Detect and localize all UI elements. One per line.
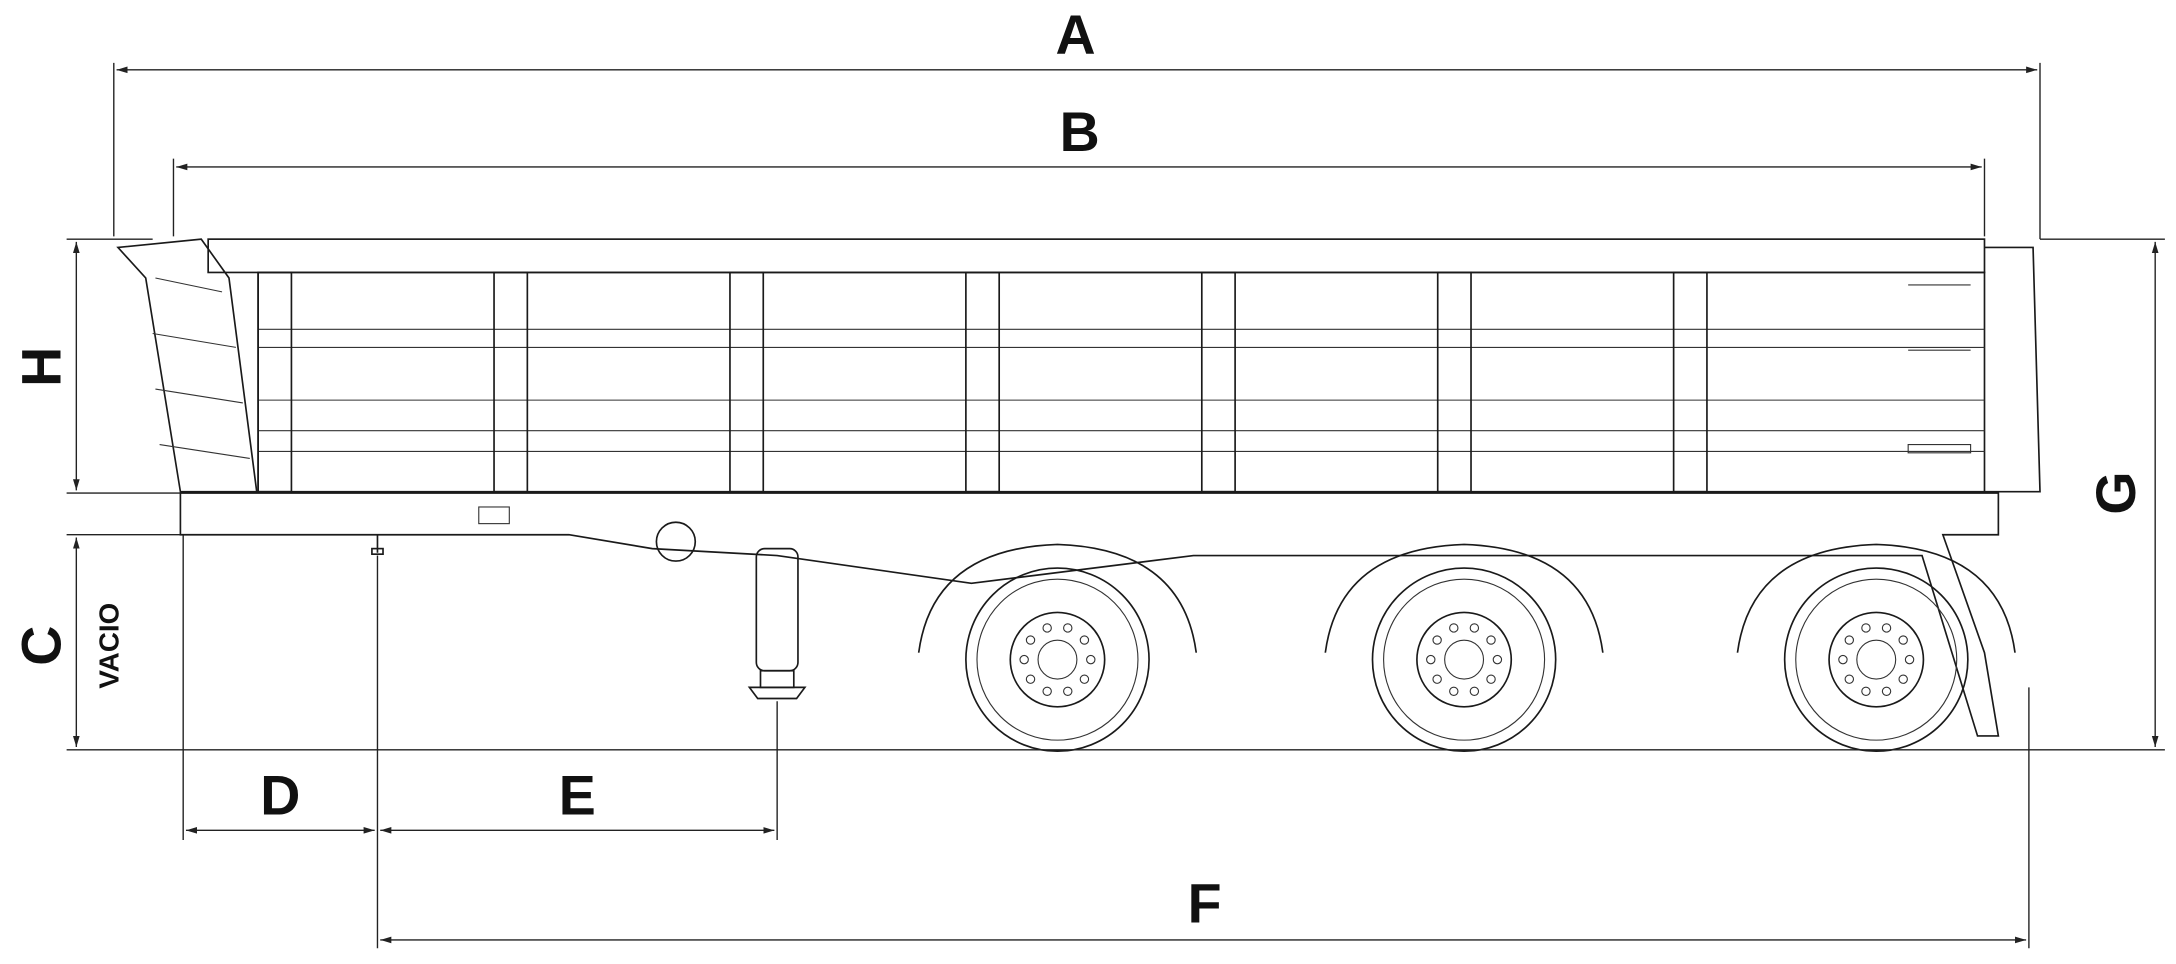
body-post — [257, 271, 293, 493]
dimension-label-b: B — [1060, 101, 1100, 163]
dimension-lines — [66, 62, 2165, 949]
body-post — [1436, 271, 1472, 493]
dimension-label-c: C — [10, 626, 72, 666]
body-post — [493, 271, 529, 493]
dimension-label-a: A — [1055, 4, 1095, 66]
body-post — [1672, 271, 1708, 493]
dimension-label-h: H — [10, 347, 72, 387]
wheels — [917, 543, 2016, 753]
body-posts — [257, 271, 1708, 493]
dimension-label-e: E — [559, 764, 596, 826]
dimension-label-g: G — [2085, 472, 2147, 515]
dimension-label-d: D — [260, 764, 300, 826]
wheel — [1736, 543, 2016, 753]
body-post — [729, 271, 765, 493]
body-post — [965, 271, 1001, 493]
landing-leg — [747, 547, 807, 700]
body-post — [1200, 271, 1236, 493]
dimension-note-vacio: VACIO — [93, 603, 124, 689]
trailer-body — [116, 238, 2041, 493]
wheel — [1324, 543, 1604, 753]
chassis — [179, 492, 2000, 737]
dimension-label-f: F — [1188, 873, 1222, 935]
wheel — [917, 543, 1198, 753]
